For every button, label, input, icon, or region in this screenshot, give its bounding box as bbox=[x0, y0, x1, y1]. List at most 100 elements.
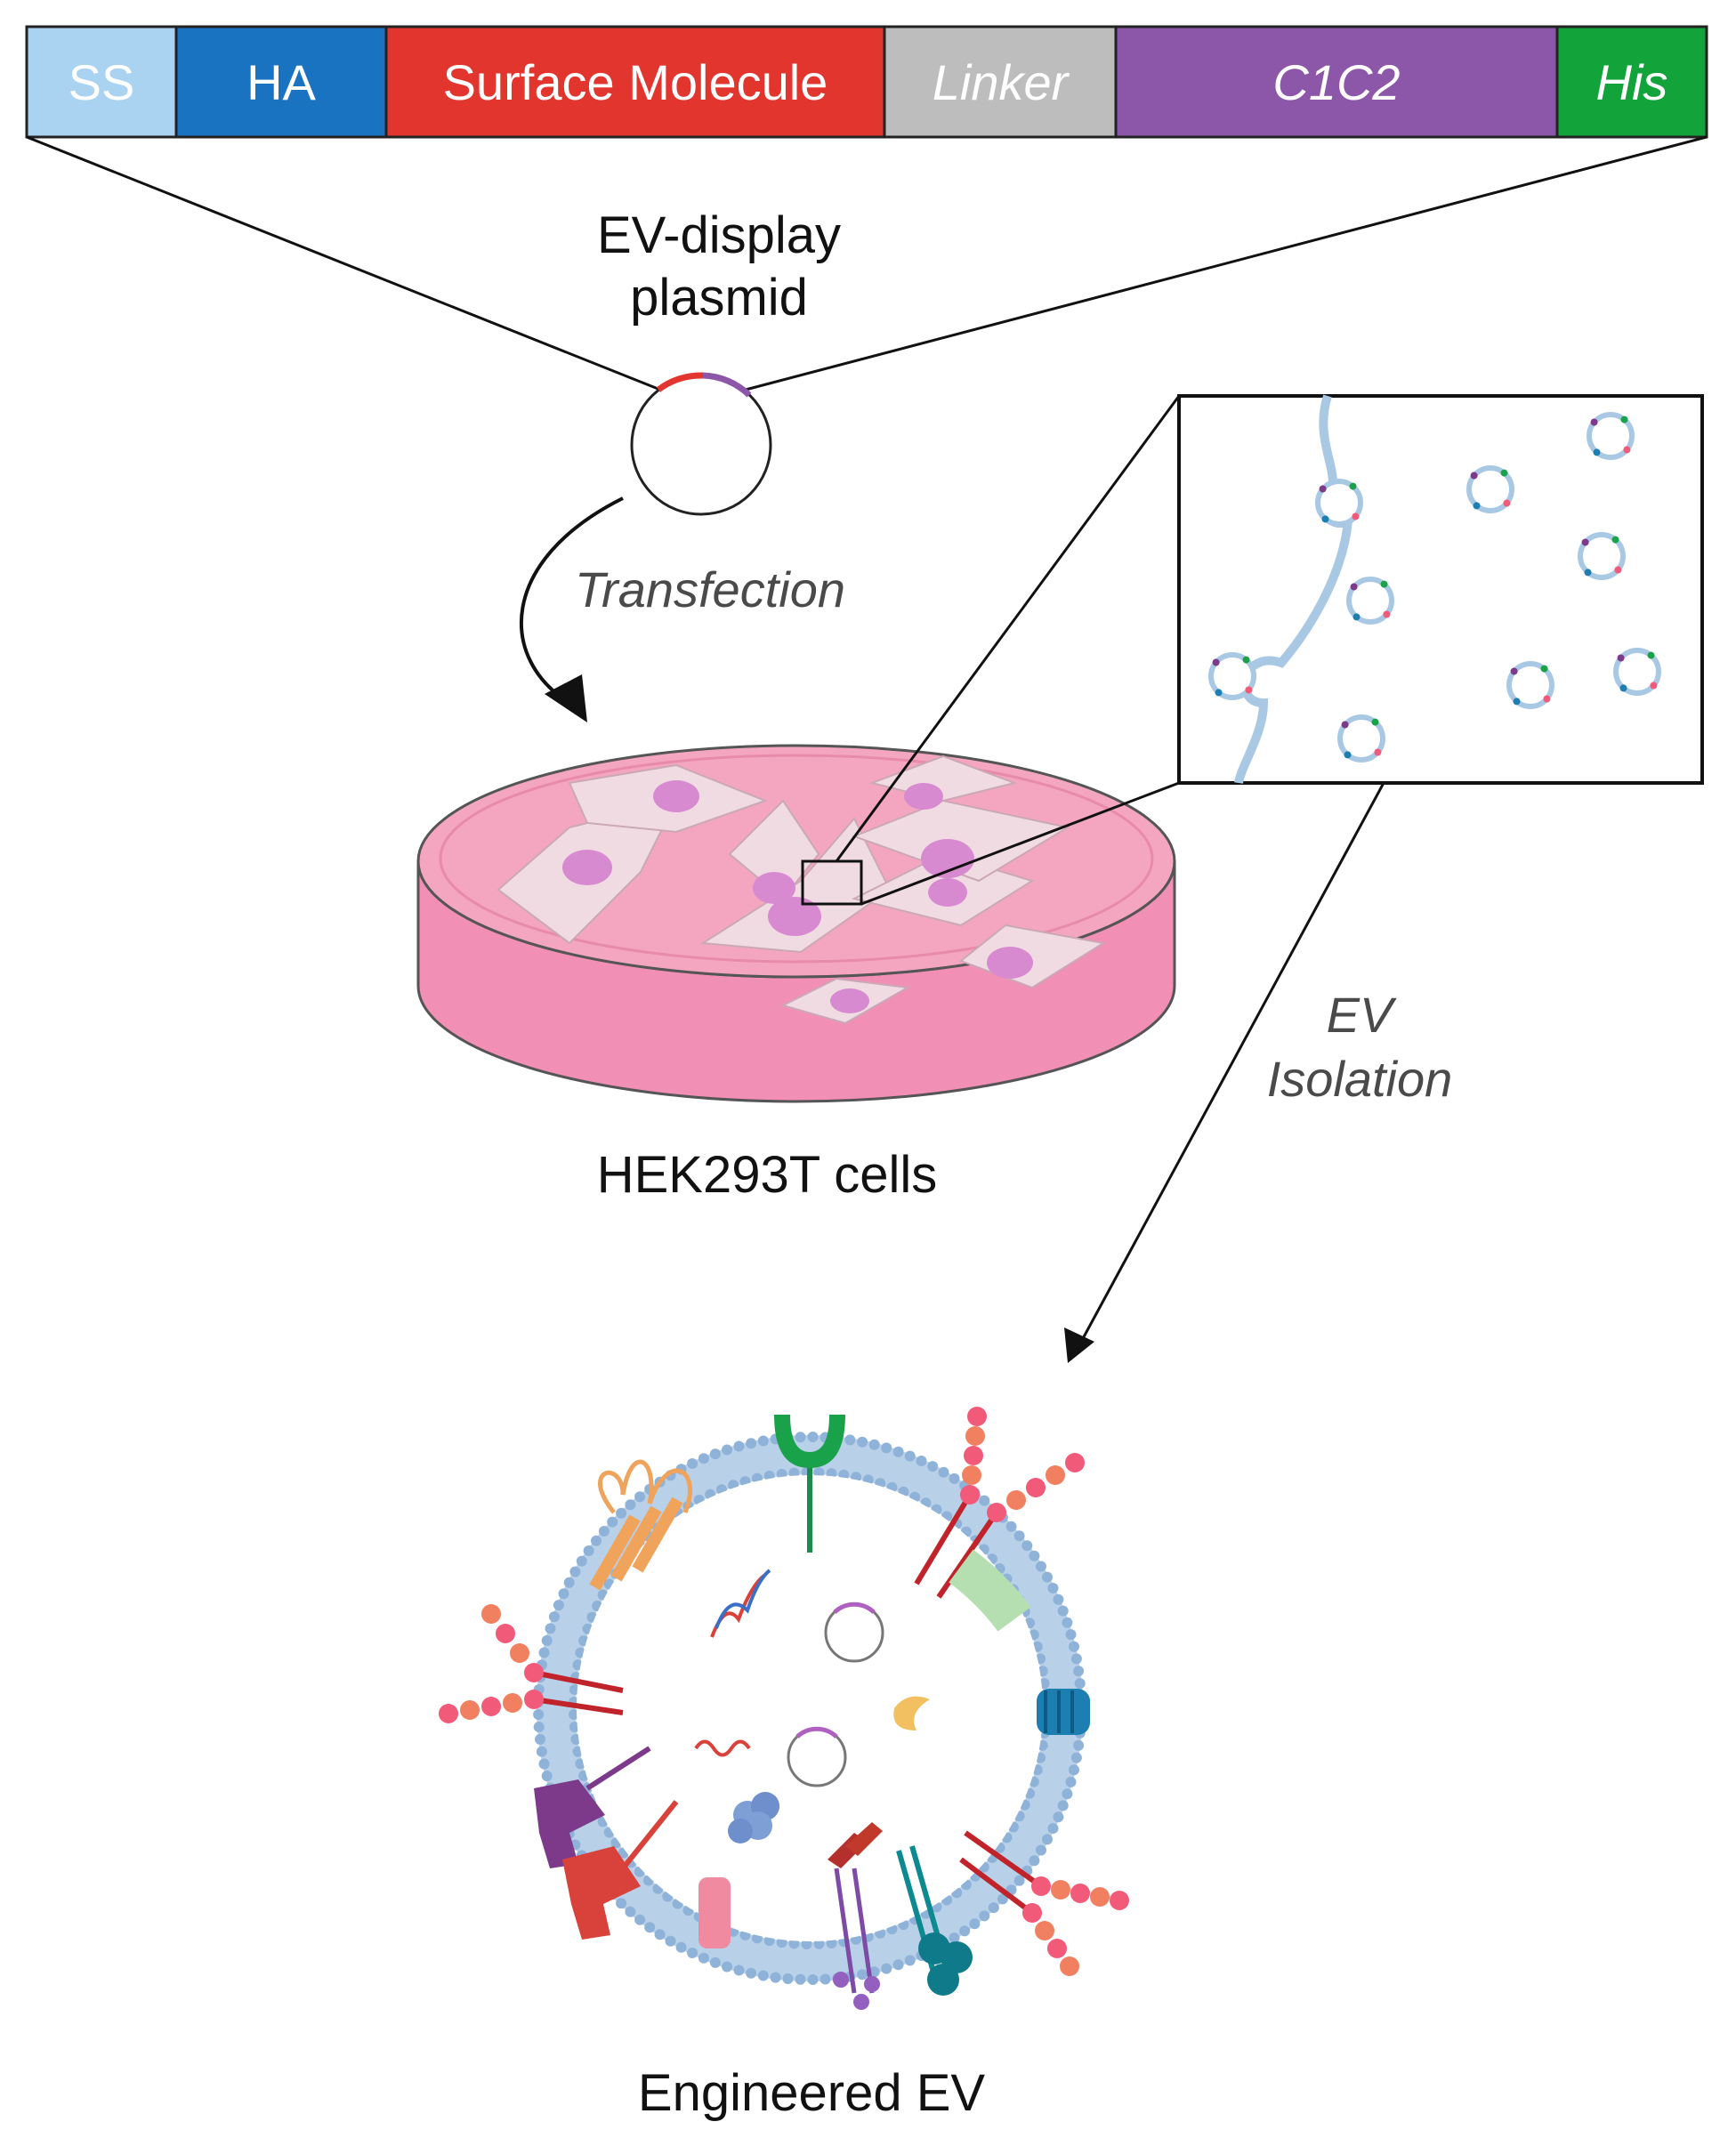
lipid-head bbox=[868, 1439, 880, 1450]
small-ev bbox=[1466, 465, 1514, 513]
lipid-head bbox=[979, 1495, 990, 1506]
purple-chain-protein bbox=[833, 1868, 880, 2010]
lipid-head bbox=[1062, 1617, 1073, 1628]
lipid-head bbox=[997, 1893, 1008, 1905]
red-beaded-ligand-top-right bbox=[914, 1493, 999, 1599]
green-receptor bbox=[774, 1415, 845, 1553]
red-mrna bbox=[694, 1739, 751, 1757]
ligand-bead bbox=[1047, 1939, 1067, 1958]
ligand-bead bbox=[967, 1407, 987, 1426]
lipid-head bbox=[782, 1973, 794, 1984]
purple-receptor bbox=[534, 1746, 651, 1868]
lipid-head bbox=[558, 1588, 569, 1600]
zoom-line-left bbox=[26, 135, 661, 391]
lipid-head bbox=[1057, 1800, 1069, 1811]
lipid-head bbox=[881, 1963, 892, 1974]
lipid-head bbox=[927, 1461, 939, 1472]
lipid-head bbox=[959, 1925, 971, 1937]
lipid-head bbox=[857, 1969, 868, 1981]
lipid-head bbox=[545, 1623, 556, 1634]
lipid-head bbox=[1053, 1593, 1064, 1605]
ligand-bead bbox=[1031, 1876, 1051, 1896]
lipid-head bbox=[563, 1577, 575, 1588]
lipid-head bbox=[709, 1448, 721, 1460]
lipid-head bbox=[533, 1722, 545, 1732]
engineered-ev-label: Engineered EV bbox=[638, 2064, 985, 2122]
ligand-bead bbox=[1060, 1956, 1079, 1976]
zoom-inset bbox=[1177, 394, 1704, 785]
lipid-head bbox=[1065, 1776, 1077, 1787]
segment-linker-label: Linker bbox=[933, 54, 1070, 110]
lipid-head bbox=[770, 1972, 781, 1983]
cargo-plasmid-top bbox=[824, 1601, 884, 1663]
ligand-bead bbox=[1035, 1921, 1054, 1940]
construct-bar: SS HA Surface Molecule Linker C1C2 His bbox=[25, 25, 1708, 139]
lipid-head bbox=[1021, 1540, 1033, 1552]
isolation-label-line2: Isolation bbox=[1267, 1051, 1453, 1107]
cell bbox=[959, 924, 1106, 989]
lipid-head bbox=[665, 1935, 676, 1947]
ligand-bead bbox=[481, 1604, 501, 1624]
lipid-head bbox=[1057, 1605, 1069, 1617]
ligand-bead bbox=[962, 1465, 981, 1485]
ligand-bead bbox=[1090, 1887, 1110, 1907]
lipid-head bbox=[868, 1966, 880, 1978]
plasmid-label-line2: plasmid bbox=[630, 269, 808, 327]
beads-left bbox=[439, 1604, 544, 1723]
beads-top-right bbox=[960, 1407, 1085, 1522]
cell bbox=[497, 799, 678, 945]
segment-his-label: His bbox=[1596, 54, 1668, 110]
plasmid bbox=[630, 372, 772, 516]
ligand-bead bbox=[1006, 1490, 1026, 1510]
lipid-head bbox=[634, 1491, 646, 1503]
segment-surface-molecule-label: Surface Molecule bbox=[443, 54, 828, 110]
lipid-head bbox=[644, 1922, 656, 1933]
segment-linker: Linker bbox=[883, 25, 1118, 139]
lipid-head bbox=[1036, 1561, 1046, 1572]
ligand-bead bbox=[1065, 1453, 1085, 1472]
small-ev bbox=[1315, 479, 1363, 527]
cell-layer bbox=[497, 754, 1106, 1025]
ligand-bead bbox=[964, 1446, 983, 1465]
segment-c1c2-label: C1C2 bbox=[1272, 54, 1400, 110]
ligand-bead bbox=[524, 1690, 544, 1709]
ligand-bead bbox=[965, 1426, 985, 1446]
ligand-bead bbox=[1070, 1884, 1090, 1903]
lipid-head bbox=[687, 1948, 698, 1958]
cargo-plasmid-bottom bbox=[787, 1726, 847, 1787]
lipid-head bbox=[1070, 1752, 1082, 1763]
ligand-bead bbox=[496, 1624, 515, 1643]
transfection-arrow bbox=[519, 496, 624, 705]
small-ev bbox=[1578, 532, 1626, 580]
plasmid-label-line1: EV-display bbox=[597, 206, 841, 264]
lipid-head bbox=[698, 1453, 709, 1464]
lipid-head bbox=[538, 1647, 550, 1658]
ligand-bead bbox=[503, 1693, 522, 1713]
ligand-bead bbox=[1026, 1478, 1046, 1497]
lipid-head bbox=[709, 1956, 721, 1968]
ligand-bead bbox=[524, 1663, 544, 1682]
lipid-head bbox=[949, 1472, 960, 1484]
isolation-arrowhead bbox=[1064, 1327, 1094, 1363]
lipid-head bbox=[746, 1967, 757, 1979]
lipid-head bbox=[535, 1733, 545, 1745]
segment-ha-label: HA bbox=[246, 54, 316, 110]
lipid-head bbox=[1074, 1678, 1086, 1690]
lipid-head bbox=[687, 1458, 698, 1469]
lipid-head bbox=[536, 1746, 547, 1757]
lipid-head bbox=[881, 1442, 892, 1454]
lipid-head bbox=[625, 1906, 636, 1917]
transfection-arrowhead bbox=[545, 674, 587, 722]
cell bbox=[728, 799, 820, 904]
ligand-bead bbox=[1051, 1880, 1070, 1900]
lipid-head bbox=[1073, 1666, 1085, 1677]
lipid-head bbox=[616, 1898, 627, 1909]
lipid-head bbox=[1065, 1629, 1077, 1641]
ligand-bead bbox=[439, 1704, 458, 1723]
lipid-head bbox=[949, 1932, 960, 1944]
cell bbox=[780, 977, 911, 1025]
lipid-head bbox=[1029, 1855, 1040, 1867]
small-ev bbox=[1346, 577, 1394, 625]
lipid-head bbox=[938, 1466, 949, 1478]
lipid-head bbox=[1042, 1834, 1053, 1845]
